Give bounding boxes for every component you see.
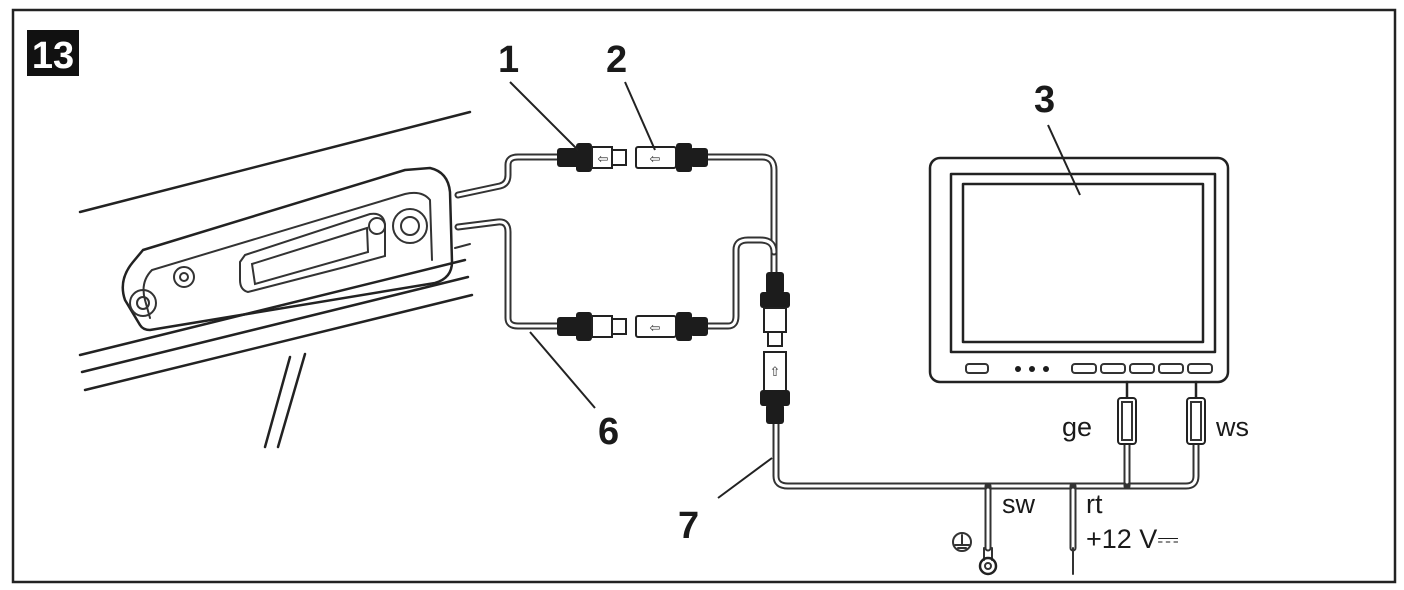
leader-3 <box>1047 124 1081 196</box>
callout-2: 2 <box>606 39 627 81</box>
wire-label-red: rt <box>1086 489 1103 519</box>
rca-plug-white <box>1186 380 1206 445</box>
vehicle-body <box>78 110 474 449</box>
camera-cables <box>454 153 564 330</box>
leader-2 <box>624 81 656 151</box>
connector-2-bottom: ⇦ <box>635 312 708 341</box>
wire-label-white: ws <box>1215 412 1249 442</box>
connector-1-top: ⇦ <box>557 143 627 172</box>
ground-symbol-icon <box>952 532 972 552</box>
monitor-button <box>965 363 989 374</box>
wire-label-black: sw <box>1002 489 1036 519</box>
rca-plug-yellow <box>1117 380 1137 445</box>
camera-housing <box>121 166 454 332</box>
callout-3: 3 <box>1034 79 1055 121</box>
camera-lens-icon <box>129 289 157 317</box>
wire-label-voltage: +12 V⎓ <box>1086 524 1179 554</box>
leader-6 <box>529 331 596 409</box>
monitor <box>928 156 1230 384</box>
arrow-icon: ⇦ <box>650 151 661 166</box>
connector-2-top: ⇦ <box>635 143 708 172</box>
figure-number: 13 <box>32 35 74 77</box>
diagram-border <box>11 8 1397 584</box>
ring-terminal-icon <box>978 547 998 576</box>
monitor-main-cable <box>772 416 1200 575</box>
callout-7: 7 <box>678 505 699 547</box>
callout-6: 6 <box>598 411 619 453</box>
wire-label-yellow: ge <box>1062 412 1092 442</box>
monitor-cable-coupler: ⇧ <box>760 272 790 424</box>
leader-1 <box>509 81 579 151</box>
connector-1-bottom <box>557 312 627 341</box>
extension-cables <box>701 153 778 330</box>
leader-7 <box>717 457 773 499</box>
arrow-icon: ⇧ <box>770 364 781 379</box>
arrow-icon: ⇦ <box>598 151 609 166</box>
arrow-icon: ⇦ <box>650 320 661 335</box>
figure-number-badge: 13 <box>27 30 79 77</box>
callout-1: 1 <box>498 39 519 81</box>
